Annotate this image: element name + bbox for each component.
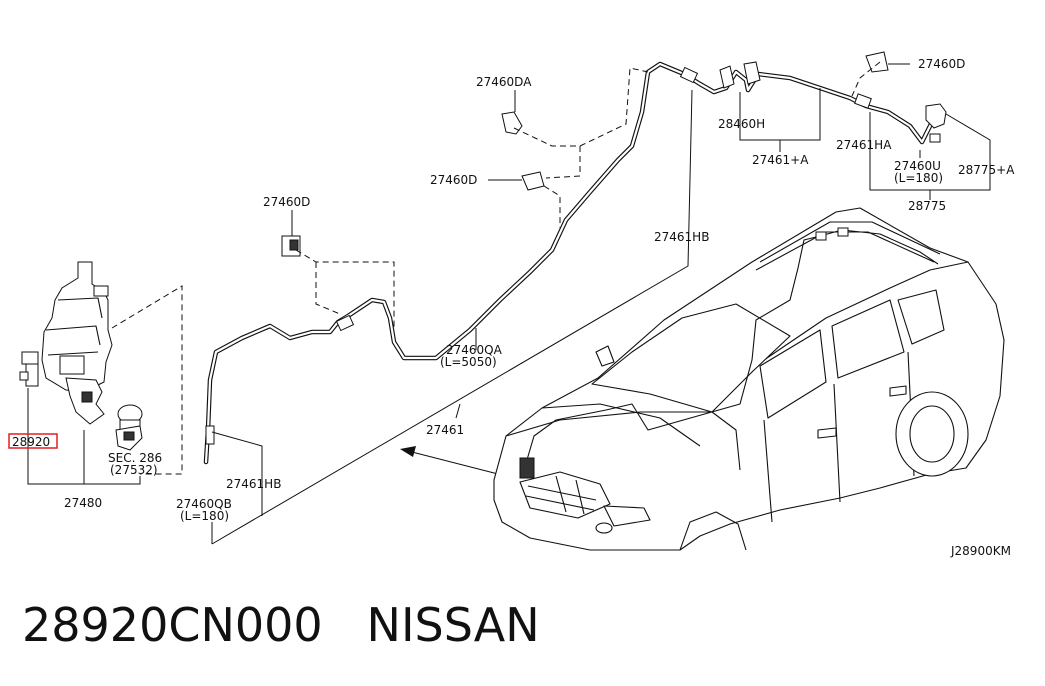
caption: 28920CN000 NISSAN — [22, 598, 540, 652]
label-27460QA-length: (L=5050) — [440, 355, 497, 369]
brand-name: NISSAN — [366, 598, 540, 652]
location-arrow — [400, 446, 499, 475]
label-27460DA: 27460DA — [476, 75, 532, 89]
label-27532: (27532) — [110, 463, 158, 477]
level-sensor-part — [115, 404, 143, 451]
diagram-code: J28900KM — [950, 544, 1011, 558]
label-27461HB-top: 27461HB — [654, 230, 709, 244]
label-27460D-mid: 27460D — [430, 173, 477, 187]
label-27480: 27480 — [64, 496, 102, 510]
parts-diagram: 28920 27480 SEC. 286 (27532) — [8, 51, 1015, 558]
label-27461HA: 27461HA — [836, 138, 892, 152]
label-28775A: 28775+A — [958, 163, 1015, 177]
clip-27460D-mid — [521, 171, 545, 191]
label-27460U-length: (L=180) — [894, 171, 943, 185]
part-number: 28920CN000 — [22, 598, 323, 652]
washer-tank — [41, 261, 113, 425]
label-27460QA: 27460QA — [446, 343, 503, 357]
vehicle-illustration — [493, 207, 1005, 551]
label-27461HB-bottom: 27461HB — [226, 477, 281, 491]
main-washer-hose — [203, 61, 947, 465]
clip-27460D-right — [865, 51, 889, 73]
washer-pump-part-28920 — [19, 351, 39, 387]
label-27460QB-length: (L=180) — [180, 509, 229, 523]
label-27460D-left: 27460D — [263, 195, 310, 209]
highlight-box-28920 — [8, 433, 58, 449]
label-28460H: 28460H — [718, 117, 765, 131]
label-27461: 27461 — [426, 423, 464, 437]
label-sec286: SEC. 286 — [108, 451, 162, 465]
connector-28460H — [719, 61, 761, 89]
label-28920: 28920 — [12, 435, 50, 449]
clip-27460D-left — [281, 235, 301, 257]
label-27460U: 27460U — [894, 159, 941, 173]
label-27460QB: 27460QB — [176, 497, 232, 511]
label-28775: 28775 — [908, 199, 946, 213]
label-27461A: 27461+A — [752, 153, 809, 167]
label-27460D-right: 27460D — [918, 57, 965, 71]
